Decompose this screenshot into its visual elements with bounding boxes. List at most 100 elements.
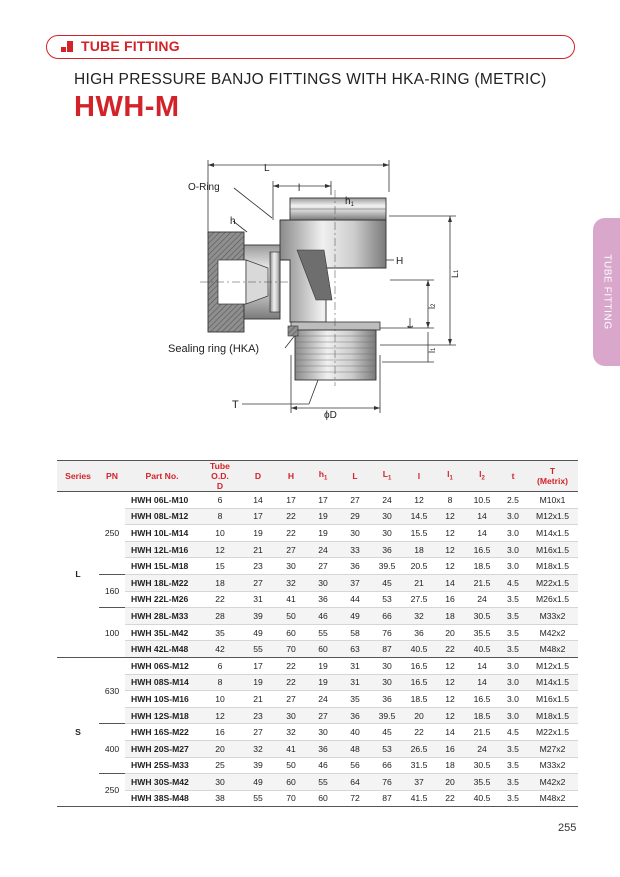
cell-t: 3.5 — [499, 773, 527, 791]
cell-T: M33x2 — [527, 757, 578, 775]
cell-T: M18x1.5 — [527, 707, 578, 725]
cell-l: 40.5 — [403, 640, 435, 658]
dim-label-H: H — [396, 256, 403, 267]
cell-L: 58 — [339, 624, 371, 642]
cell-D: 55 — [241, 790, 275, 808]
cell-T: M42x2 — [527, 624, 578, 642]
cell-l1: 18 — [435, 607, 465, 625]
cell-part-no: HWH 35L-M42 — [125, 624, 199, 642]
side-tab-tube-fitting[interactable]: TUBE FITTING — [593, 218, 620, 366]
cell-tube-od: 22 — [199, 591, 241, 609]
cell-D: 17 — [241, 657, 275, 675]
label-sealing-ring: Sealing ring (HKA) — [168, 343, 259, 355]
cell-L: 40 — [339, 723, 371, 741]
cell-l1: 20 — [435, 624, 465, 642]
cell-l2: 14 — [465, 657, 499, 675]
dim-label-t: t — [405, 325, 415, 328]
cell-D: 17 — [241, 508, 275, 526]
cell-part-no: HWH 06S-M12 — [125, 657, 199, 675]
col-part-no: Part No. — [125, 460, 199, 492]
cell-L: 36 — [339, 707, 371, 725]
cell-L: 29 — [339, 508, 371, 526]
cell-T: M22x1.5 — [527, 574, 578, 592]
dim-label-h: h — [230, 216, 236, 227]
cell-t: 3.5 — [499, 591, 527, 609]
cell-l: 31.5 — [403, 757, 435, 775]
table-header-row: Series PN Part No. Tube O.D.D D H h1 L L… — [57, 460, 578, 492]
cell-l2: 40.5 — [465, 790, 499, 808]
cell-tube-od: 8 — [199, 674, 241, 692]
cell-part-no: HWH 20S-M27 — [125, 740, 199, 758]
cell-D: 32 — [241, 740, 275, 758]
cell-tube-od: 20 — [199, 740, 241, 758]
cell-t: 3.0 — [499, 707, 527, 725]
square-logo-icon — [61, 41, 73, 53]
cell-t: 3.0 — [499, 557, 527, 575]
cell-tube-od: 8 — [199, 508, 241, 526]
cell-l2: 35.5 — [465, 624, 499, 642]
cell-l1: 12 — [435, 690, 465, 708]
cell-H: 60 — [275, 773, 307, 791]
cell-part-no: HWH 06L-M10 — [125, 491, 199, 509]
col-D: D — [241, 460, 275, 492]
cell-H: 30 — [275, 557, 307, 575]
cell-D: 27 — [241, 574, 275, 592]
cell-L: 63 — [339, 640, 371, 658]
dim-label-phiD: ϕD — [324, 410, 337, 421]
cell-D: 23 — [241, 707, 275, 725]
col-l1: l1 — [435, 460, 465, 492]
cell-l1: 12 — [435, 674, 465, 692]
cell-H: 30 — [275, 707, 307, 725]
cell-part-no: HWH 15L-M18 — [125, 557, 199, 575]
cell-L: 49 — [339, 607, 371, 625]
dim-label-L: L — [264, 163, 270, 174]
cell-h1: 24 — [307, 541, 339, 559]
section-title: TUBE FITTING — [81, 38, 180, 54]
cell-part-no: HWH 10S-M16 — [125, 690, 199, 708]
cell-D: 19 — [241, 674, 275, 692]
cell-h1: 19 — [307, 508, 339, 526]
dim-label-l2: l2 — [427, 303, 437, 309]
cell-t: 3.0 — [499, 674, 527, 692]
cell-part-no: HWH 12S-M18 — [125, 707, 199, 725]
cell-l1: 12 — [435, 508, 465, 526]
cell-L1: 66 — [371, 757, 403, 775]
cell-T: M33x2 — [527, 607, 578, 625]
cell-l: 20 — [403, 707, 435, 725]
cell-L1: 66 — [371, 607, 403, 625]
dim-label-L1: L1 — [450, 269, 460, 278]
cell-h1: 27 — [307, 707, 339, 725]
cell-L1: 30 — [371, 524, 403, 542]
cell-tube-od: 10 — [199, 690, 241, 708]
cell-H: 17 — [275, 491, 307, 509]
cell-L: 27 — [339, 491, 371, 509]
cell-H: 22 — [275, 508, 307, 526]
cell-l1: 18 — [435, 757, 465, 775]
cell-L: 37 — [339, 574, 371, 592]
cell-L1: 39.5 — [371, 707, 403, 725]
col-L1: L1 — [371, 460, 403, 492]
cell-T: M48x2 — [527, 640, 578, 658]
cell-L1: 24 — [371, 491, 403, 509]
col-L: L — [339, 460, 371, 492]
cell-part-no: HWH 08L-M12 — [125, 508, 199, 526]
cell-l1: 16 — [435, 740, 465, 758]
cell-tube-od: 6 — [199, 491, 241, 509]
cell-L1: 87 — [371, 790, 403, 808]
cell-L: 64 — [339, 773, 371, 791]
cell-l1: 8 — [435, 491, 465, 509]
cell-L1: 30 — [371, 657, 403, 675]
cell-l2: 16.5 — [465, 541, 499, 559]
col-series: Series — [57, 460, 99, 492]
cell-H: 41 — [275, 740, 307, 758]
cell-l1: 16 — [435, 591, 465, 609]
cell-l1: 12 — [435, 557, 465, 575]
cell-t: 3.5 — [499, 757, 527, 775]
cell-L1: 30 — [371, 674, 403, 692]
